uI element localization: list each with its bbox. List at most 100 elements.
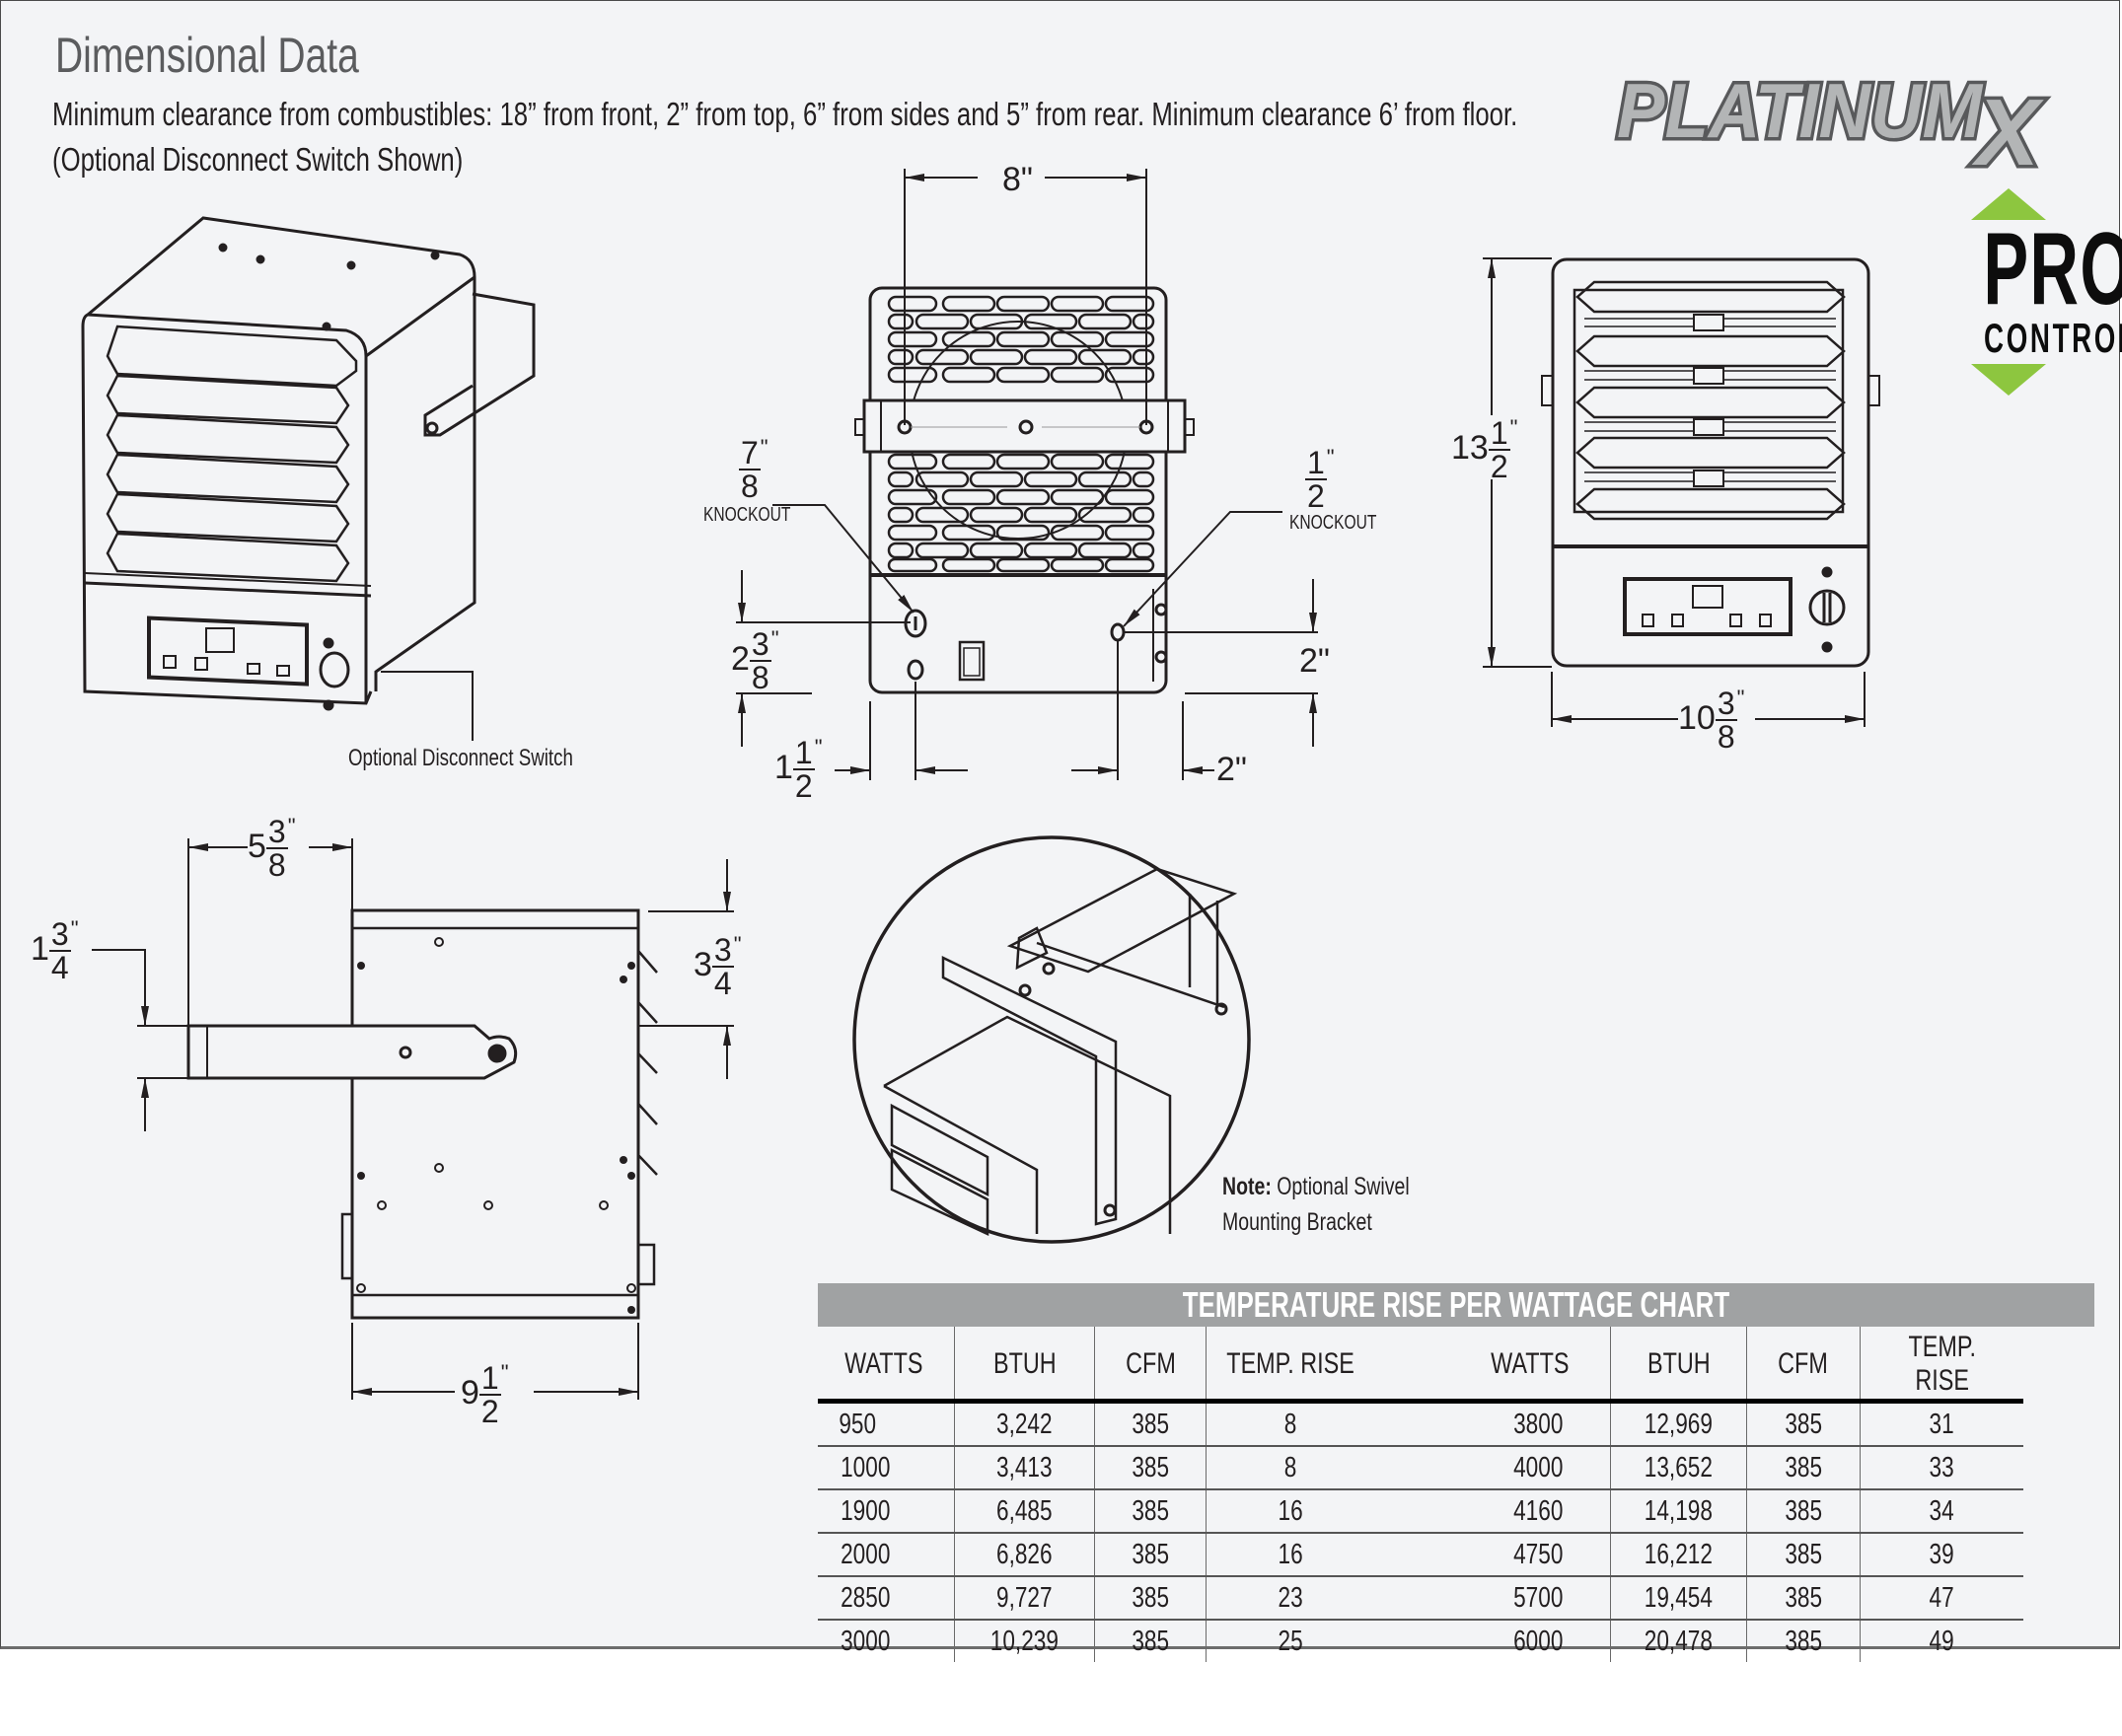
cell-temp-rise: 8	[1206, 1401, 1375, 1447]
cell-cfm: 385	[1094, 1446, 1207, 1490]
cell-cfm: 385	[1094, 1576, 1207, 1621]
rear-view-drawing	[736, 169, 1318, 780]
cell-watts-2: 4750	[1374, 1533, 1611, 1577]
swivel-bracket-note: Note: Optional Swivel Mounting Bracket	[1222, 1173, 1410, 1236]
cell-watts: 3000	[818, 1620, 956, 1662]
cell-temp-rise: 16	[1206, 1489, 1375, 1534]
cell-cfm: 385	[1094, 1620, 1207, 1662]
col-cfm-2: CFM	[1746, 1327, 1861, 1404]
cell-btuh: 6,826	[954, 1533, 1096, 1577]
arrow-down-icon	[1971, 364, 2046, 396]
cell-btuh-2: 13,652	[1610, 1446, 1748, 1490]
dim-knockout-offset-right: 2"	[1216, 751, 1247, 788]
cell-watts: 1000	[818, 1446, 956, 1490]
cell-watts-2: 4160	[1374, 1489, 1611, 1534]
cell-watts-2: 5700	[1374, 1576, 1611, 1621]
dim-mount-spacing: 8"	[1002, 161, 1033, 198]
cell-temp-rise-2: 34	[1860, 1489, 2023, 1534]
cell-cfm-2: 385	[1746, 1620, 1861, 1662]
cell-cfm-2: 385	[1746, 1489, 1861, 1534]
dim-knockout-height-right: 2"	[1299, 642, 1330, 680]
technical-drawings	[81, 169, 1880, 1400]
cell-watts-2: 4000	[1374, 1446, 1611, 1490]
cell-watts-2: 3800	[1374, 1401, 1611, 1447]
cell-cfm-2: 385	[1746, 1401, 1861, 1447]
cell-temp-rise-2: 49	[1929, 1625, 1954, 1657]
col-temp-rise-2: TEMP. RISE	[1860, 1327, 2023, 1404]
logo-x-mark: X	[1971, 80, 2044, 171]
table-header-row: WATTS BTUH CFM TEMP. RISE WATTS BTUH CFM…	[818, 1327, 2023, 1404]
cell-temp-rise-2: 31	[1860, 1401, 2023, 1447]
swivel-bracket-detail	[852, 835, 1251, 1244]
pro-control-badge: PRO CONTROL	[1944, 188, 2122, 396]
logo-wordmark: PLATINUM	[1617, 67, 1984, 154]
cell-btuh: 6,485	[954, 1489, 1096, 1534]
cell-btuh-2: 12,969	[1610, 1401, 1748, 1447]
cell-watts: 2850	[818, 1576, 956, 1621]
clearance-text: Minimum clearance from combustibles: 18”…	[52, 96, 1518, 132]
cell-cfm: 385	[1094, 1489, 1207, 1534]
side-view-drawing	[92, 838, 734, 1400]
col-btuh: BTUH	[954, 1327, 1096, 1404]
spec-sheet: Dimensional Data Minimum clearance from …	[0, 0, 2122, 1662]
cell-btuh-2: 14,198	[1610, 1489, 1748, 1534]
arrow-up-icon	[1971, 188, 2046, 220]
col-watts: WATTS	[818, 1327, 956, 1404]
cell-cfm-2: 385	[1746, 1446, 1861, 1490]
front-view-drawing	[1483, 257, 1880, 727]
perspective-heater-drawing	[81, 216, 536, 741]
temperature-rise-chart: TEMPERATURE RISE PER WATTAGE CHART WATTS…	[818, 1283, 2094, 1662]
cell-btuh-2: 19,454	[1610, 1576, 1748, 1621]
knockout-label-left: KNOCKOUT	[703, 504, 791, 526]
temperature-rise-table: WATTS BTUH CFM TEMP. RISE WATTS BTUH CFM…	[818, 1327, 2023, 1662]
col-temp-rise: TEMP. RISE	[1206, 1327, 1375, 1404]
cell-watts: 1900	[818, 1489, 956, 1534]
cell-cfm-2: 385	[1746, 1533, 1861, 1577]
cell-temp-rise: 8	[1206, 1446, 1375, 1490]
chart-title: TEMPERATURE RISE PER WATTAGE CHART	[818, 1283, 2094, 1327]
cell-btuh: 3,413	[954, 1446, 1096, 1490]
cell-btuh-2: 16,212	[1610, 1533, 1748, 1577]
intro-text: Minimum clearance from combustibles: 18”…	[52, 92, 1931, 182]
cell-watts: 2000	[818, 1533, 956, 1577]
platinumx-logo: PLATINUM X	[1609, 62, 2083, 189]
cell-cfm-2: 385	[1746, 1576, 1861, 1621]
cell-btuh: 10,239	[954, 1620, 1096, 1662]
cell-temp-rise: 16	[1206, 1533, 1375, 1577]
cell-btuh-2: 20,478	[1610, 1620, 1748, 1662]
col-cfm: CFM	[1094, 1327, 1207, 1404]
cell-temp-rise: 25	[1278, 1625, 1303, 1657]
cell-btuh: 9,727	[954, 1576, 1096, 1621]
disconnect-switch-callout: Optional Disconnect Switch	[348, 745, 573, 771]
cell-temp-rise-2: 39	[1860, 1533, 2023, 1577]
disconnect-note: (Optional Disconnect Switch Shown)	[52, 141, 464, 178]
col-btuh-2: BTUH	[1610, 1327, 1748, 1404]
cell-watts: 950	[818, 1401, 956, 1447]
cell-cfm: 385	[1094, 1401, 1207, 1447]
cell-cfm: 385	[1094, 1533, 1207, 1577]
col-watts-2: WATTS	[1374, 1327, 1611, 1404]
knockout-label-right: KNOCKOUT	[1289, 512, 1377, 534]
cell-btuh: 3,242	[954, 1401, 1096, 1447]
cell-watts-2: 6000	[1374, 1620, 1611, 1662]
cell-temp-rise: 23	[1206, 1576, 1375, 1621]
cell-temp-rise-2: 33	[1860, 1446, 2023, 1490]
cell-temp-rise-2: 47	[1860, 1576, 2023, 1621]
page-title: Dimensional Data	[55, 28, 359, 83]
